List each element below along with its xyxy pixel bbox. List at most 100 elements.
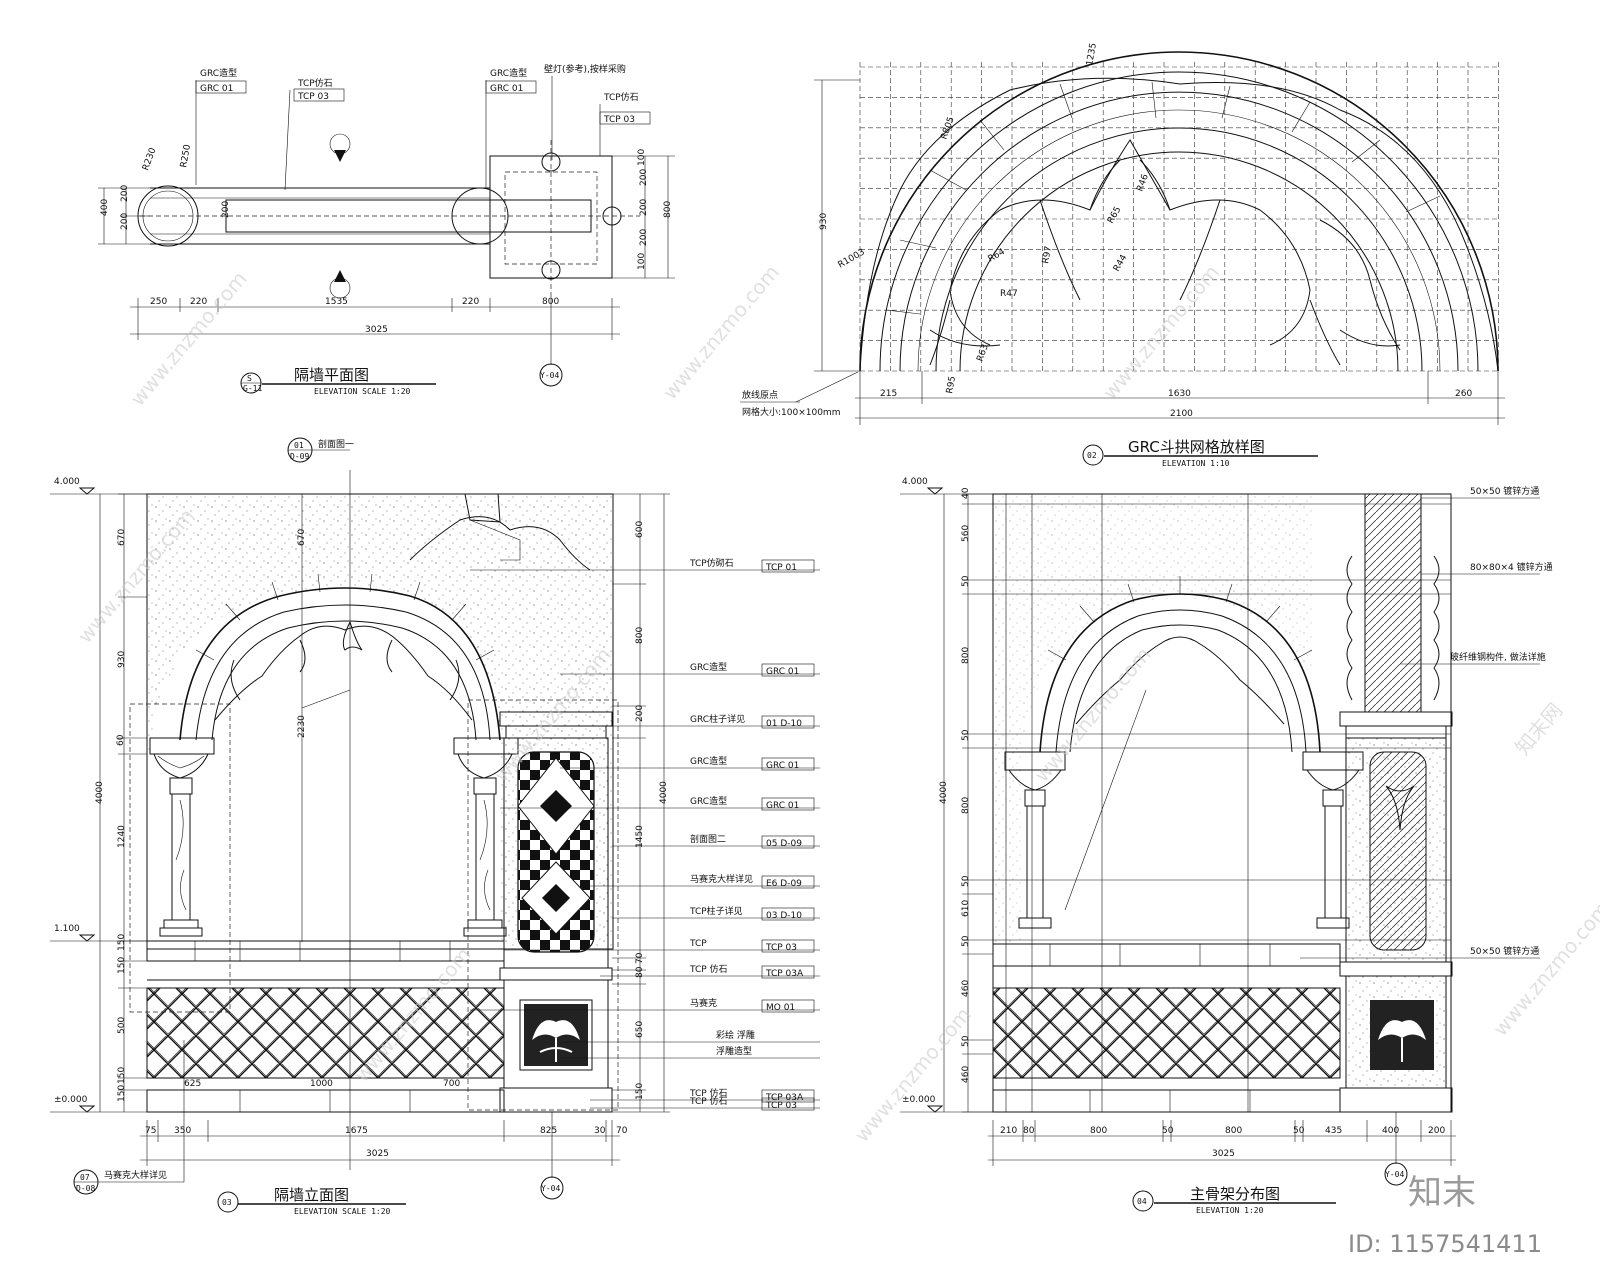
callout-label: TCP 仿石 — [689, 1087, 728, 1099]
plan-dim-r-total: 800 — [663, 201, 673, 218]
callout-box-text: TCP 03A — [765, 969, 804, 979]
callout-box — [761, 1097, 815, 1111]
elev-title-ref-icon — [217, 1191, 239, 1213]
frame-dim-left-label: 40 — [961, 487, 971, 499]
elev-dim-b4: 30 — [594, 1126, 606, 1136]
callout-label: TCP柱子详见 — [689, 905, 743, 917]
callout-label: TCP 仿石 — [689, 1095, 728, 1107]
grid-radius-2: R46 — [1135, 173, 1151, 193]
callout-box — [761, 907, 815, 921]
elev-dim-l4: 150 — [117, 934, 127, 951]
frame-level-top: 4.000 — [902, 477, 928, 487]
callout-label: TCP仿砌石 — [689, 557, 734, 569]
plan-label-lamp: 壁灯(参考),按样采购 — [544, 63, 626, 75]
callout-box — [761, 835, 815, 849]
elev-dim-b1: 350 — [174, 1126, 191, 1136]
elev-inner-dim-2: 700 — [443, 1079, 460, 1089]
plan-dim-b2: 1535 — [325, 297, 348, 307]
elev-dim-l5: 150 — [117, 957, 127, 974]
elev-dim-r6: 650 — [635, 1021, 645, 1038]
elev-dim-r5: 80 — [635, 966, 645, 978]
elev-inner-dim-0: 625 — [184, 1079, 201, 1089]
frame-title: 主骨架分布图 — [1190, 1185, 1280, 1203]
callout-label: 浮雕造型 — [716, 1045, 752, 1057]
grid-note-origin: 放线原点 — [742, 389, 778, 401]
callout-label: TCP — [689, 939, 707, 949]
elev-title: 隔墙立面图 — [274, 1186, 349, 1204]
plan-dim-b0: 250 — [150, 297, 167, 307]
elev-level-top: 4.000 — [54, 477, 80, 487]
frame-dim-b6: 435 — [1325, 1126, 1342, 1136]
section-marker-icon — [334, 270, 346, 282]
frame-dim-left-label: 50 — [961, 1035, 971, 1047]
elev-ref-bl-num: 07 — [80, 1173, 90, 1182]
plan-dim-r2: 200 — [639, 199, 649, 216]
frame-sec-ref: Y-04 — [1385, 1170, 1404, 1179]
frame-dim-b3: 50 — [1162, 1126, 1174, 1136]
callout-box-text: GRC 01 — [766, 667, 799, 677]
plan-dim-400: 400 — [100, 199, 110, 216]
plan-dim-r1: 200 — [639, 169, 649, 186]
frame-dim-left-label: 50 — [961, 729, 971, 741]
elev-ref-top-sheet: D-09 — [290, 452, 309, 461]
elev-dim-r1: 800 — [635, 627, 645, 644]
watermark-site: www.znzmo.com — [1488, 897, 1600, 1041]
callout-label: 马赛克 — [690, 997, 717, 1009]
frame-title-ref-icon — [1132, 1190, 1154, 1212]
watermark-id: ID: 1157541411 — [1348, 1230, 1542, 1258]
frame-dim-b1: 80 — [1023, 1126, 1035, 1136]
plan-radius-230: R230 — [141, 146, 159, 172]
elev-dim-total: 3025 — [366, 1149, 389, 1159]
frame-dim-left-label: 50 — [961, 575, 971, 587]
callout-box — [761, 797, 815, 811]
grid-ref-num: 02 — [1087, 451, 1097, 460]
callout-label: GRC造型 — [690, 661, 727, 673]
frame-dim-left-label: 50 — [961, 875, 971, 887]
plan-title: 隔墙平面图 — [294, 366, 369, 384]
plan-box-grc: GRC 01 — [200, 84, 233, 94]
elev-ref-bl-label: 马赛克大样详见 — [104, 1169, 167, 1181]
grid-title: GRC斗拱网格放样图 — [1128, 438, 1265, 456]
section-marker-icon — [334, 150, 346, 162]
elev-dim-r2: 200 — [635, 705, 645, 722]
plan-subtitle: ELEVATION SCALE 1:20 — [314, 387, 411, 396]
frame-note-3: 50×50 镀锌方通 — [1470, 945, 1539, 957]
watermark-logo: 知末 — [1408, 1173, 1476, 1213]
callout-box — [761, 559, 815, 573]
grid-dim-b0: 215 — [880, 389, 897, 399]
elev-dim-b2: 1675 — [345, 1126, 368, 1136]
grid-radius-9: R95 — [945, 375, 958, 394]
frame-ref-num: 04 — [1137, 1197, 1147, 1206]
elev-level-zero: ±0.000 — [54, 1095, 88, 1105]
frame-dim-b2: 800 — [1090, 1126, 1107, 1136]
elev-subtitle: ELEVATION SCALE 1:20 — [294, 1207, 391, 1216]
callout-box — [761, 965, 815, 979]
elev-level-mid: 1.100 — [54, 924, 80, 934]
elev-dim-l8: 150 — [117, 1085, 127, 1102]
elev-ref-num: 03 — [222, 1198, 232, 1207]
grid-title-ref-icon — [1082, 444, 1104, 466]
callout-box-text: GRC 01 — [766, 761, 799, 771]
frame-dim-left-label: 460 — [961, 980, 971, 997]
watermark-site: www.znzmo.com — [850, 1003, 976, 1147]
gothic-tracery — [929, 139, 1401, 366]
plan-view: GRC造型 GRC 01 TCP仿石 TCP 03 GRC造型 GRC 01 壁… — [98, 63, 675, 396]
watermark-site: www.znzmo.com — [658, 260, 784, 404]
watermark-site: www.znzmo.com — [1098, 260, 1224, 404]
watermark-brand: 知末网 — [1510, 698, 1567, 759]
elev-ref-top-num: 01 — [294, 441, 304, 450]
frame-dim-b8: 200 — [1428, 1126, 1445, 1136]
frame-dim-left-label: 800 — [961, 797, 971, 814]
callout-label: 马赛克大样详见 — [690, 873, 753, 885]
elev-dim-r-total: 4000 — [659, 781, 669, 804]
callout-box — [761, 939, 815, 953]
callout-box-text: 03 D-10 — [766, 911, 802, 921]
grid-dim-b2: 260 — [1455, 389, 1472, 399]
elev-ref-top-label: 剖面图一 — [318, 438, 354, 450]
elev-ref-bl-sheet: D-08 — [76, 1184, 95, 1193]
frame-dim-left-label: 800 — [961, 647, 971, 664]
callout-box — [761, 663, 815, 677]
elev-dim-b3: 825 — [540, 1126, 557, 1136]
elev-dim-r3: 1450 — [635, 825, 645, 848]
